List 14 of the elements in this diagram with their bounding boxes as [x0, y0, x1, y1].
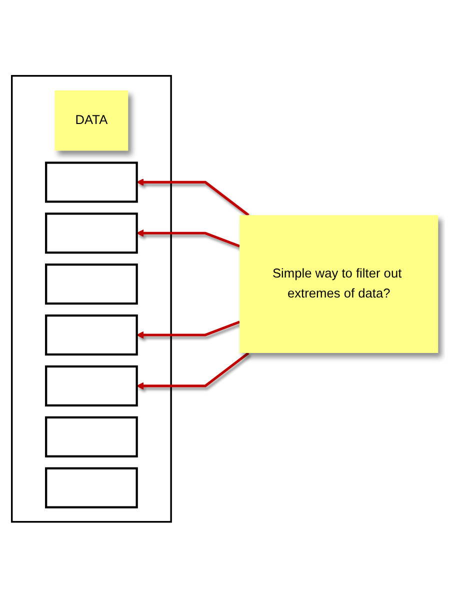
arrow: [136, 178, 250, 216]
cluster: [11, 74, 172, 522]
node-box: [45, 466, 138, 508]
node-box: Simple way to filter out extremes of data?: [240, 214, 438, 353]
node-box: [45, 212, 138, 254]
node-box: DATA: [54, 90, 128, 150]
arrow: [136, 320, 240, 338]
arrow: [136, 352, 250, 390]
node-box: [45, 365, 138, 406]
node-box: [45, 263, 138, 304]
node-box: [45, 314, 138, 356]
node-box: [45, 416, 138, 458]
arrow: [136, 229, 240, 248]
node-box: [45, 161, 138, 202]
